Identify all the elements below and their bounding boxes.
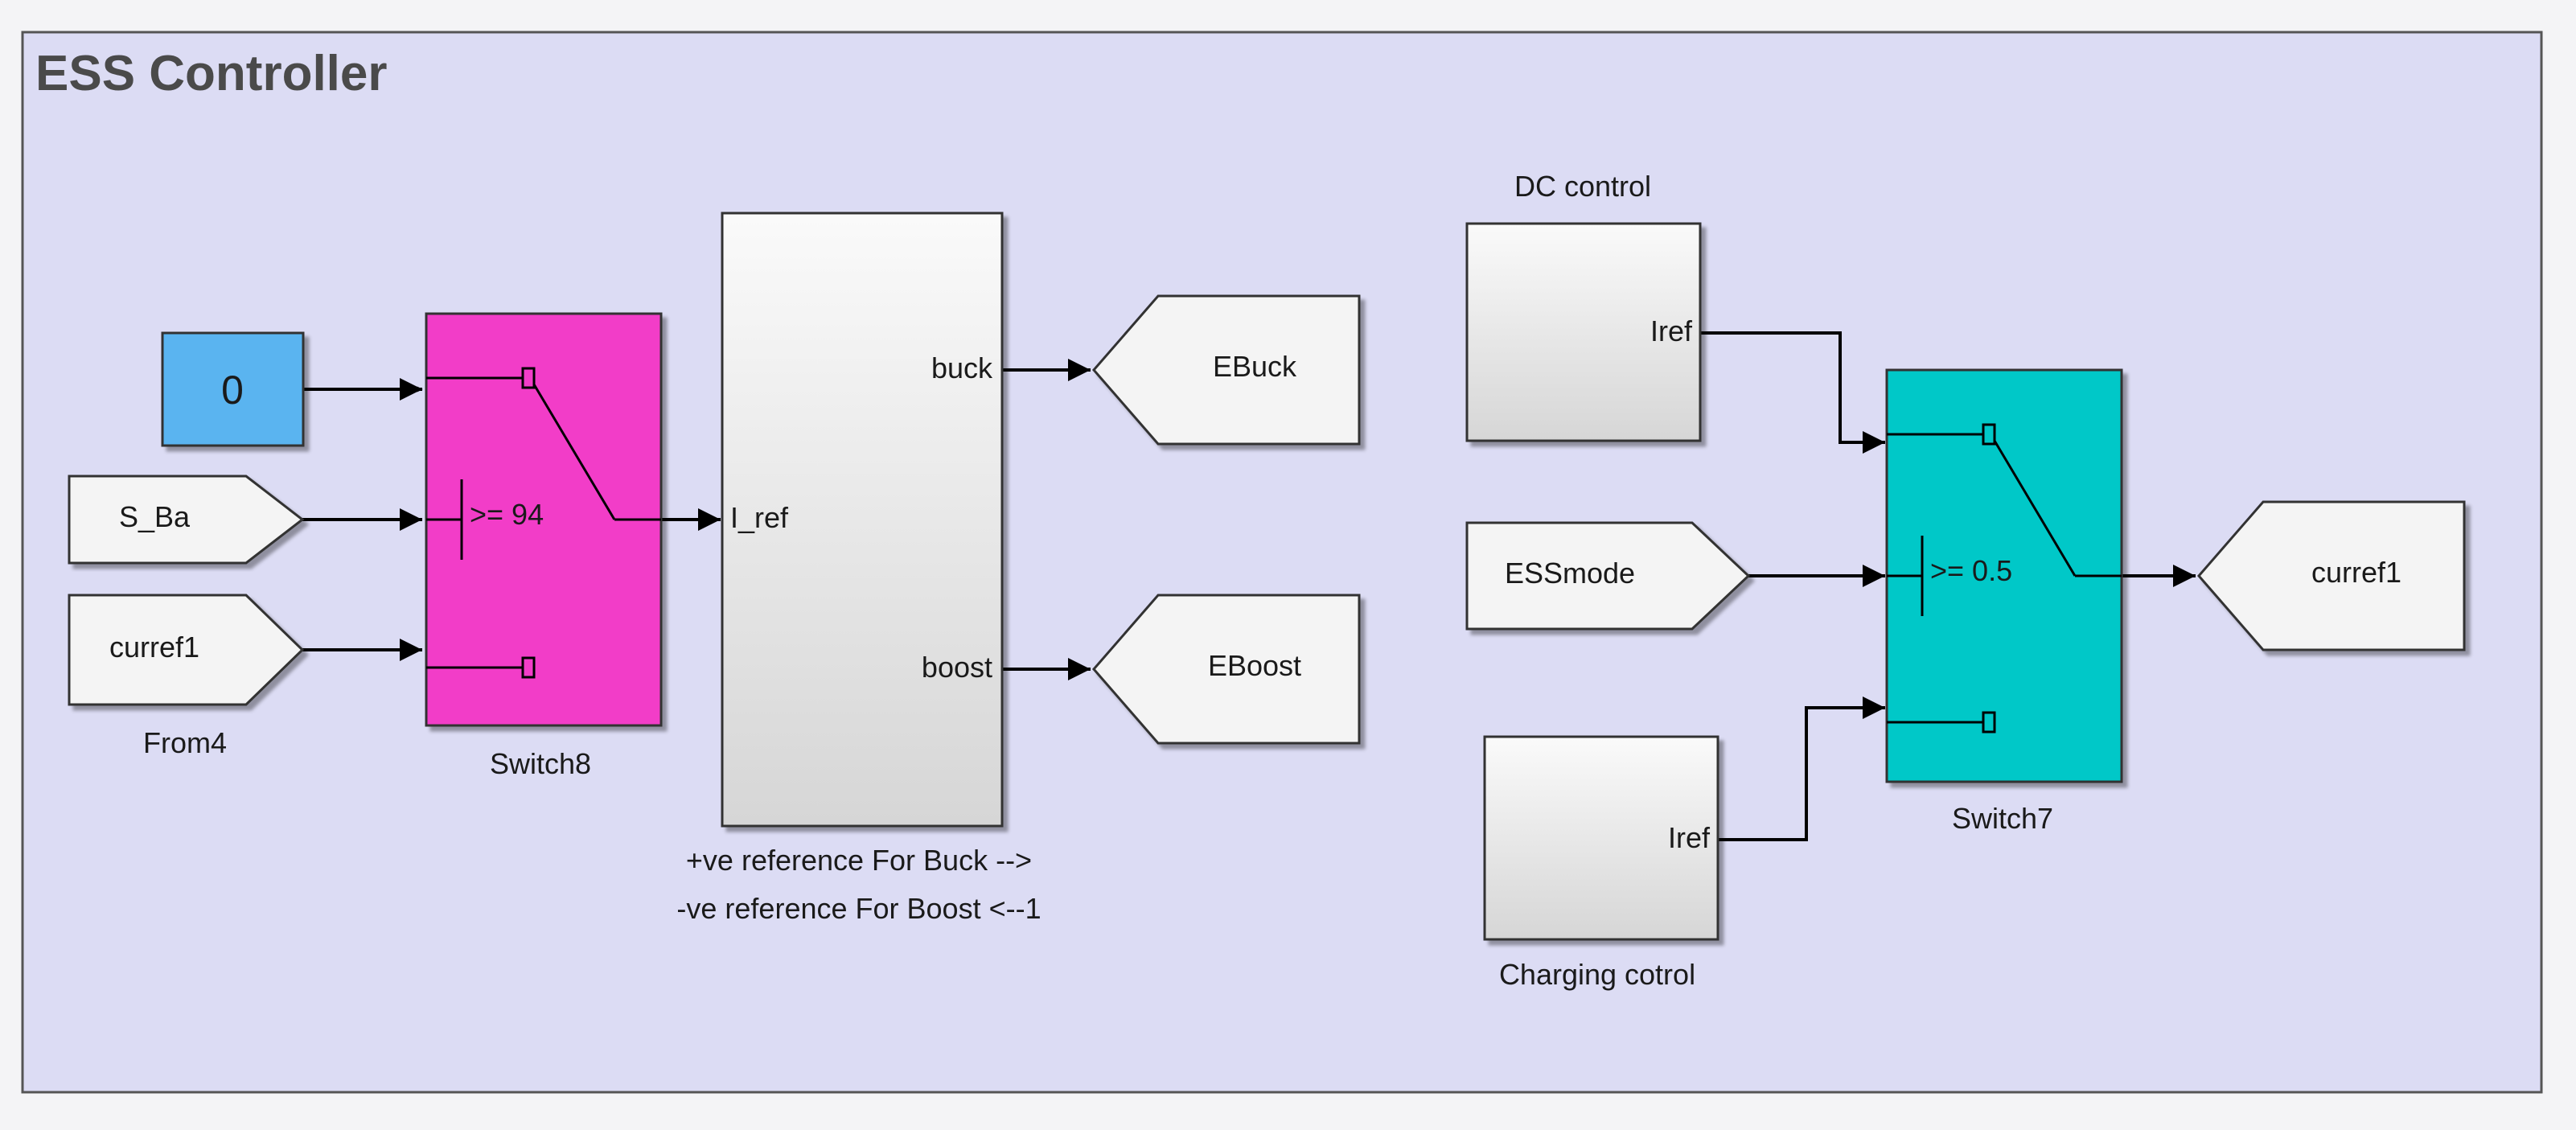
arrowhead <box>400 639 422 661</box>
buck-boost-subsystem[interactable]: I_ref buck boost <box>721 212 1004 828</box>
charging-control-label: Charging cotrol <box>1499 958 1695 991</box>
charging-control-subsystem[interactable]: Iref <box>1483 735 1719 941</box>
arrowhead <box>698 508 721 531</box>
switch8-label: Switch8 <box>490 747 591 780</box>
constant-block[interactable]: 0 <box>161 331 305 447</box>
buckboost-input-port: I_ref <box>730 501 789 534</box>
goto-tag-ebuck: EBuck <box>1213 350 1297 383</box>
switch7-lever <box>1993 440 2077 577</box>
arrowhead <box>1863 431 1885 454</box>
buckboost-output-buck: buck <box>931 351 993 384</box>
arrowhead <box>1068 359 1091 381</box>
buckboost-output-boost: boost <box>922 651 992 684</box>
from-block-s-ba[interactable]: S_Ba <box>68 475 305 565</box>
arrowhead <box>2173 565 2196 587</box>
switch8-contact <box>521 367 536 389</box>
switch7-contact <box>1982 711 1996 733</box>
from-block-essmode[interactable]: ESSmode <box>1465 521 1751 631</box>
dc-control-subsystem[interactable]: Iref <box>1465 222 1702 442</box>
switch8-block[interactable]: >= 94 <box>425 312 663 727</box>
switch7-contact <box>1982 423 1996 446</box>
switch7-threshold: >= 0.5 <box>1930 554 2012 587</box>
wire-charging-to-switch7[interactable] <box>1718 706 1885 841</box>
dc-control-output-port: Iref <box>1650 314 1693 347</box>
switch7-label: Switch7 <box>1952 802 2053 835</box>
goto-tag-curref1: curref1 <box>2311 556 2401 589</box>
arrowhead <box>1863 696 1885 719</box>
dc-control-label: DC control <box>1514 170 1651 203</box>
switch8-lever <box>532 384 616 520</box>
signal-lines <box>302 331 2196 841</box>
arrowhead <box>1068 658 1091 680</box>
arrowhead <box>400 378 422 401</box>
constant-value: 0 <box>221 368 244 413</box>
buckboost-caption-line2: -ve reference For Boost <--1 <box>676 892 1041 925</box>
from-tag-curref1: curref1 <box>109 631 199 664</box>
arrowhead <box>400 508 422 531</box>
goto-tag-eboost: EBoost <box>1208 649 1301 682</box>
goto-block-curref1[interactable]: curref1 <box>2197 500 2466 651</box>
goto-block-ebuck[interactable]: EBuck <box>1092 294 1361 446</box>
switch7-block[interactable]: >= 0.5 <box>1885 368 2123 783</box>
switch8-threshold: >= 94 <box>470 498 544 531</box>
buckboost-caption-line1: +ve reference For Buck --> <box>686 844 1032 877</box>
from4-label: From4 <box>143 726 227 759</box>
area-background <box>21 31 2543 1094</box>
from-block-curref1[interactable]: curref1 <box>68 594 305 706</box>
area-title: ESS Controller <box>35 46 388 101</box>
charging-control-output-port: Iref <box>1668 821 1711 854</box>
from-tag-essmode: ESSmode <box>1505 557 1635 590</box>
switch8-contact <box>521 656 536 679</box>
from-tag-s-ba: S_Ba <box>119 500 191 533</box>
arrowhead <box>1863 565 1885 587</box>
goto-block-eboost[interactable]: EBoost <box>1092 594 1361 745</box>
